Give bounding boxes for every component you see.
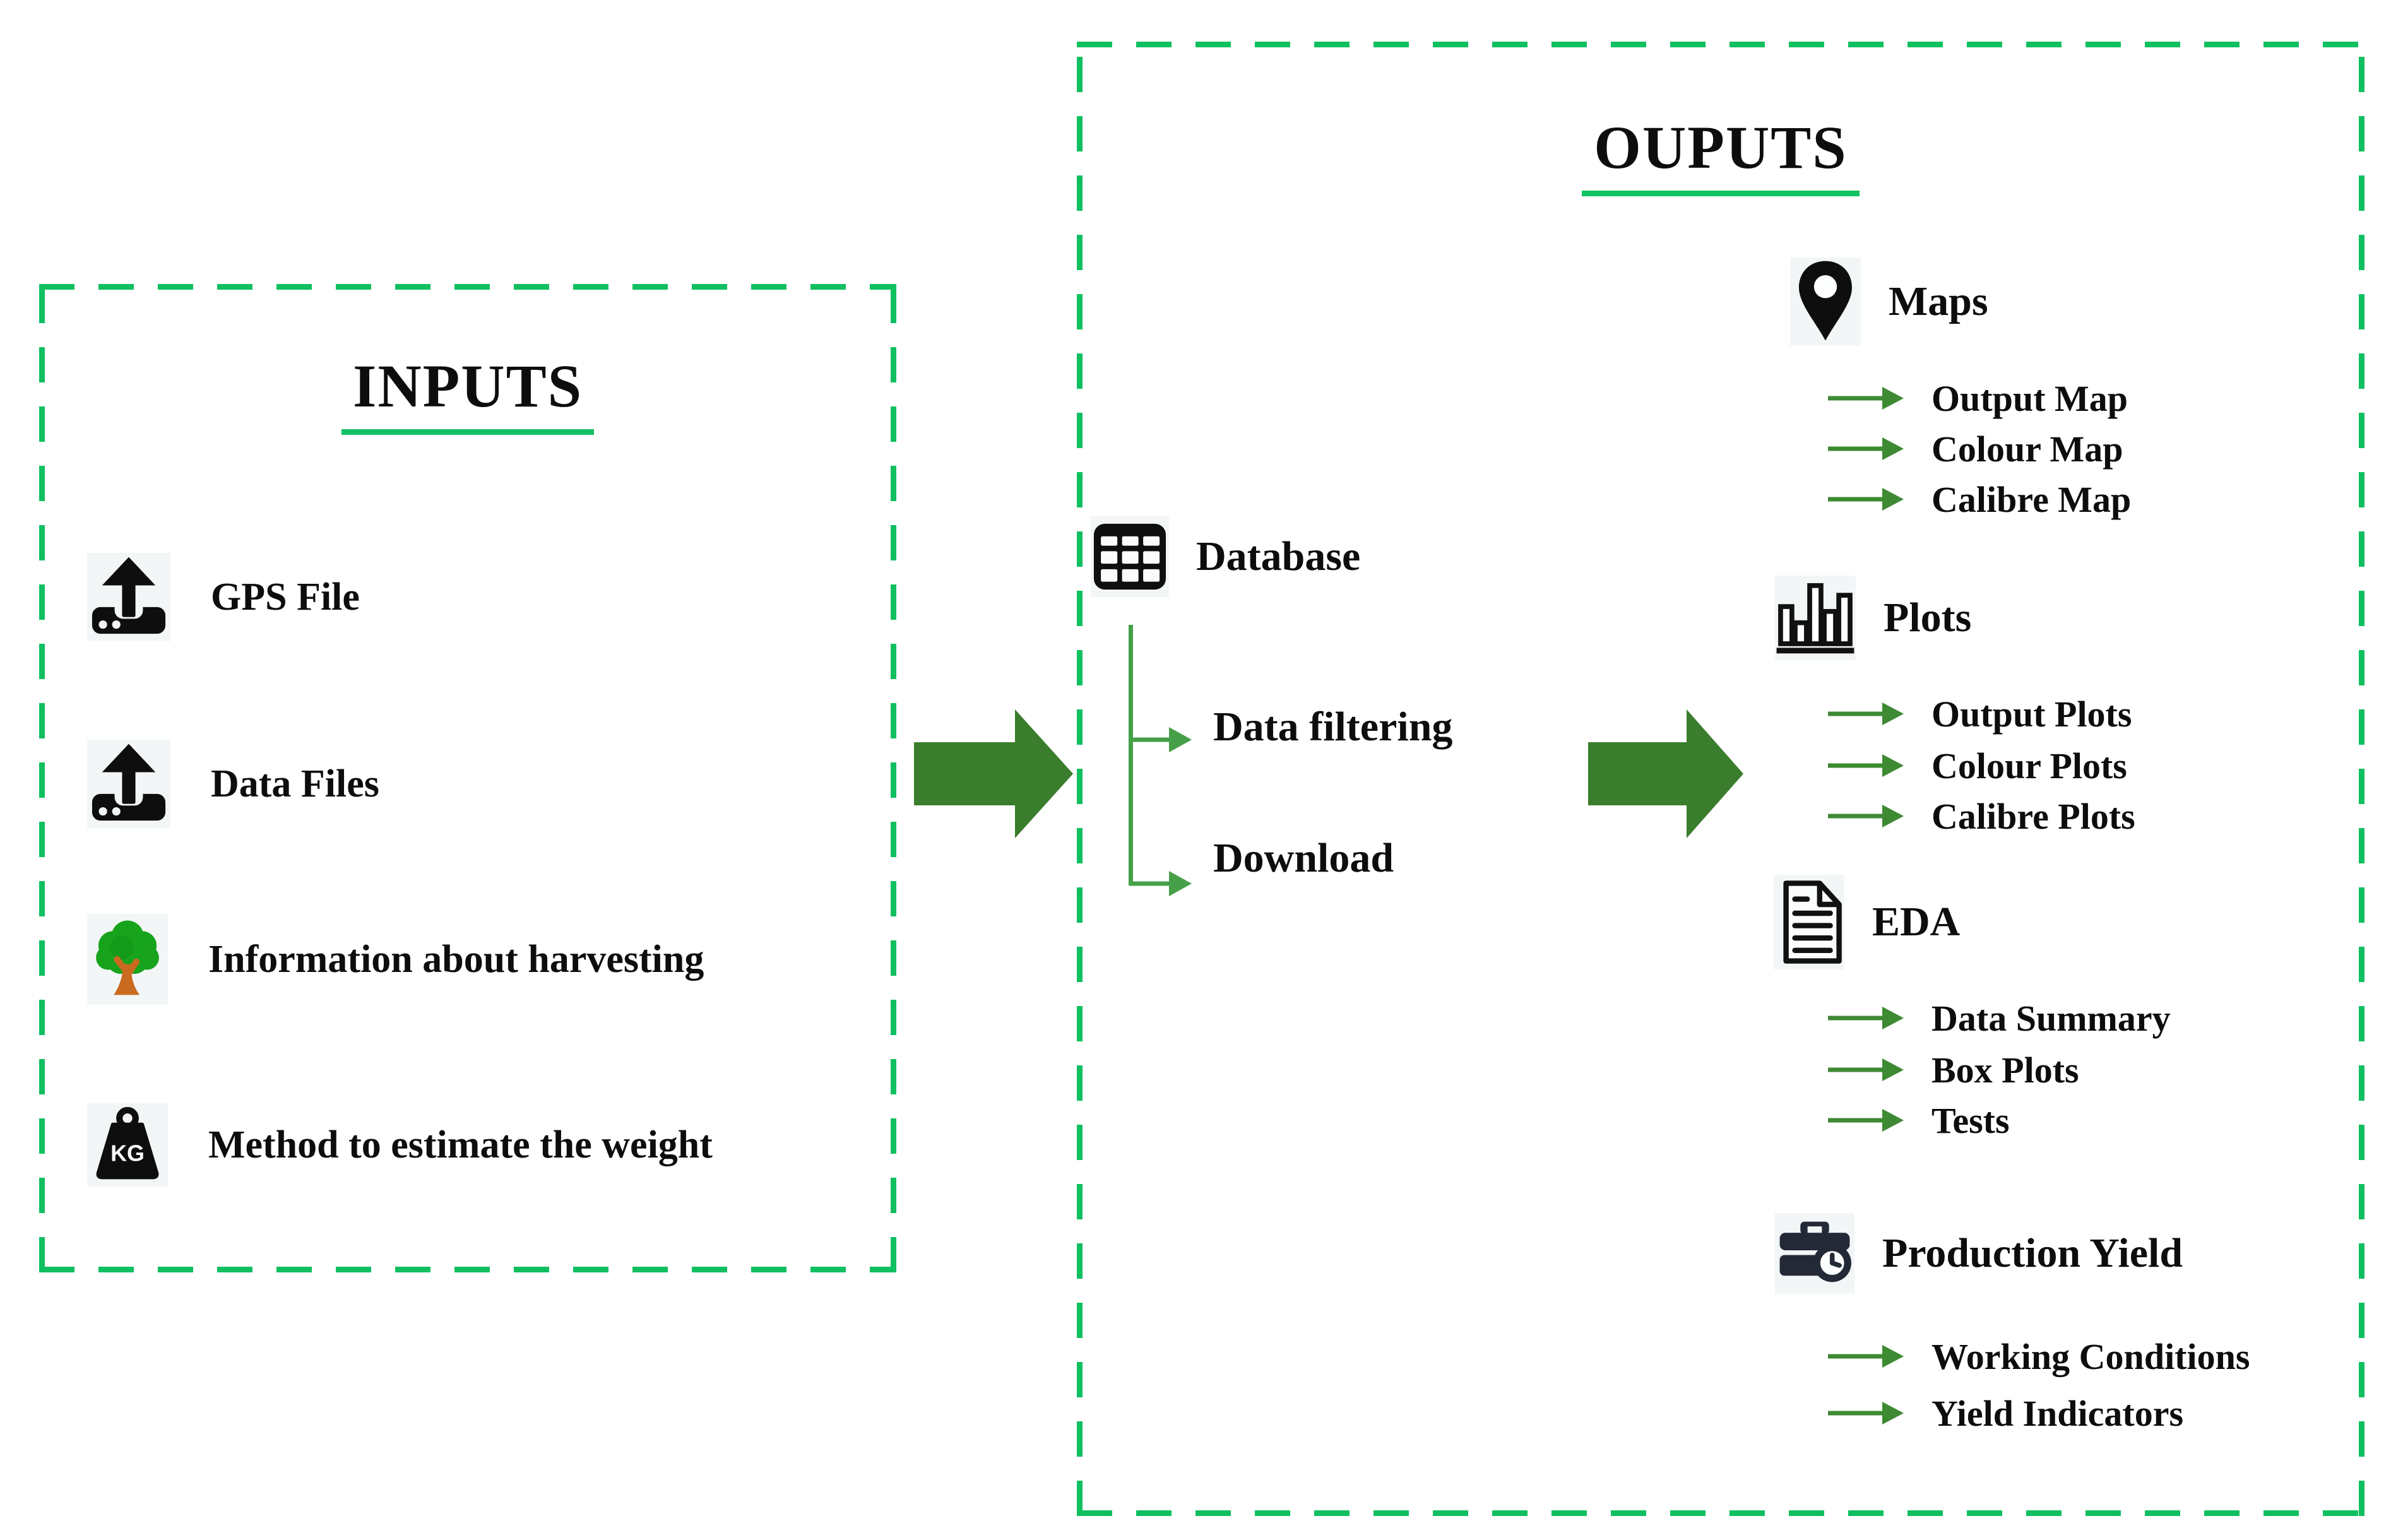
arrow-right-icon — [1828, 487, 1904, 512]
inputs-panel-box — [39, 284, 896, 1272]
outputs-panel-box — [1077, 42, 2364, 1516]
output-item-yield-indicators: Yield Indicators — [1828, 1387, 2183, 1439]
section-maps-label: Maps — [1889, 278, 1988, 324]
output-item-label: Colour Map — [1931, 428, 2123, 470]
output-item-label: Calibre Plots — [1931, 795, 2135, 837]
input-row-gps-file: GPS File — [87, 550, 360, 644]
arrow-right-icon — [1828, 1005, 1904, 1031]
input-label-weight-method: Method to estimate the weight — [208, 1123, 713, 1166]
input-row-data-files: Data Files — [87, 737, 379, 831]
table-icon — [1091, 516, 1169, 597]
inputs-title: INPUTS — [352, 352, 583, 420]
arrow-right-icon — [1828, 1057, 1904, 1082]
input-row-weight-method: KG Method to estimate the weight — [87, 1098, 713, 1192]
output-item-tests: Tests — [1828, 1094, 2010, 1146]
branch-arrow-data-filtering-icon — [1130, 722, 1193, 757]
output-item-label: Calibre Map — [1931, 478, 2132, 520]
output-item-label: Yield Indicators — [1931, 1392, 2184, 1434]
arrow-right-icon — [1828, 436, 1904, 461]
tree-icon — [87, 914, 168, 1005]
outputs-title-underline — [1582, 190, 1860, 196]
output-item-label: Box Plots — [1931, 1049, 2079, 1091]
document-icon — [1774, 875, 1844, 969]
outputs-title: OUPUTS — [1594, 114, 1848, 181]
briefcase-clock-icon — [1775, 1213, 1854, 1294]
input-row-harvest-info: Information about harvesting — [87, 913, 704, 1006]
output-item-label: Output Map — [1931, 377, 2128, 419]
weight-icon-kg-text: KG — [110, 1141, 145, 1166]
section-plots-label: Plots — [1884, 595, 1972, 641]
branch-label-data-filtering: Data filtering — [1213, 704, 1453, 750]
database-label: Database — [1196, 533, 1361, 579]
section-maps-header: Maps — [1790, 258, 1988, 346]
output-item-box-plots: Box Plots — [1828, 1044, 2079, 1096]
section-production-yield-label: Production Yield — [1882, 1230, 2183, 1276]
upload-icon — [87, 553, 170, 641]
output-item-label: Colour Plots — [1931, 745, 2127, 786]
output-item-label: Tests — [1931, 1099, 2010, 1141]
map-pin-icon — [1790, 258, 1861, 346]
arrow-right-icon — [1828, 753, 1904, 778]
output-item-colour-map: Colour Map — [1828, 423, 2123, 475]
arrow-right-icon — [1828, 1401, 1904, 1426]
weight-kg-icon: KG — [87, 1103, 168, 1187]
input-label-data-files: Data Files — [211, 762, 379, 805]
database-branch-line — [1129, 625, 1133, 886]
section-plots-header: Plots — [1775, 576, 1971, 660]
output-item-output-map: Output Map — [1828, 372, 2128, 424]
outputs-title-block: OUPUTS — [1077, 115, 2364, 196]
output-item-data-summary: Data Summary — [1828, 992, 2171, 1044]
arrow-right-icon — [1828, 1344, 1904, 1369]
arrow-right-icon — [1828, 386, 1904, 411]
output-item-working-conditions: Working Conditions — [1828, 1330, 2250, 1382]
section-eda-label: EDA — [1872, 899, 1961, 945]
output-item-label: Output Plots — [1931, 693, 2132, 735]
output-item-output-plots: Output Plots — [1828, 688, 2132, 740]
section-production-yield-header: Production Yield — [1775, 1213, 2183, 1294]
upload-icon — [87, 740, 170, 828]
arrow-right-icon — [1828, 701, 1904, 726]
input-label-harvest-info: Information about harvesting — [208, 937, 704, 981]
flow-arrow-inputs-to-database-icon — [914, 709, 1076, 838]
branch-arrow-download-icon — [1130, 866, 1193, 901]
output-item-label: Working Conditions — [1931, 1336, 2250, 1377]
bar-chart-icon — [1775, 576, 1856, 660]
input-label-gps-file: GPS File — [211, 575, 360, 619]
branch-label-download: Download — [1213, 835, 1394, 881]
output-item-label: Data Summary — [1931, 997, 2171, 1039]
arrow-right-icon — [1828, 803, 1904, 829]
output-item-calibre-map: Calibre Map — [1828, 473, 2131, 525]
section-eda-header: EDA — [1774, 875, 1960, 969]
inputs-title-block: INPUTS — [39, 353, 896, 435]
inputs-title-underline — [341, 429, 594, 435]
output-item-colour-plots: Colour Plots — [1828, 740, 2127, 791]
output-item-calibre-plots: Calibre Plots — [1828, 790, 2135, 842]
arrow-right-icon — [1828, 1108, 1904, 1133]
